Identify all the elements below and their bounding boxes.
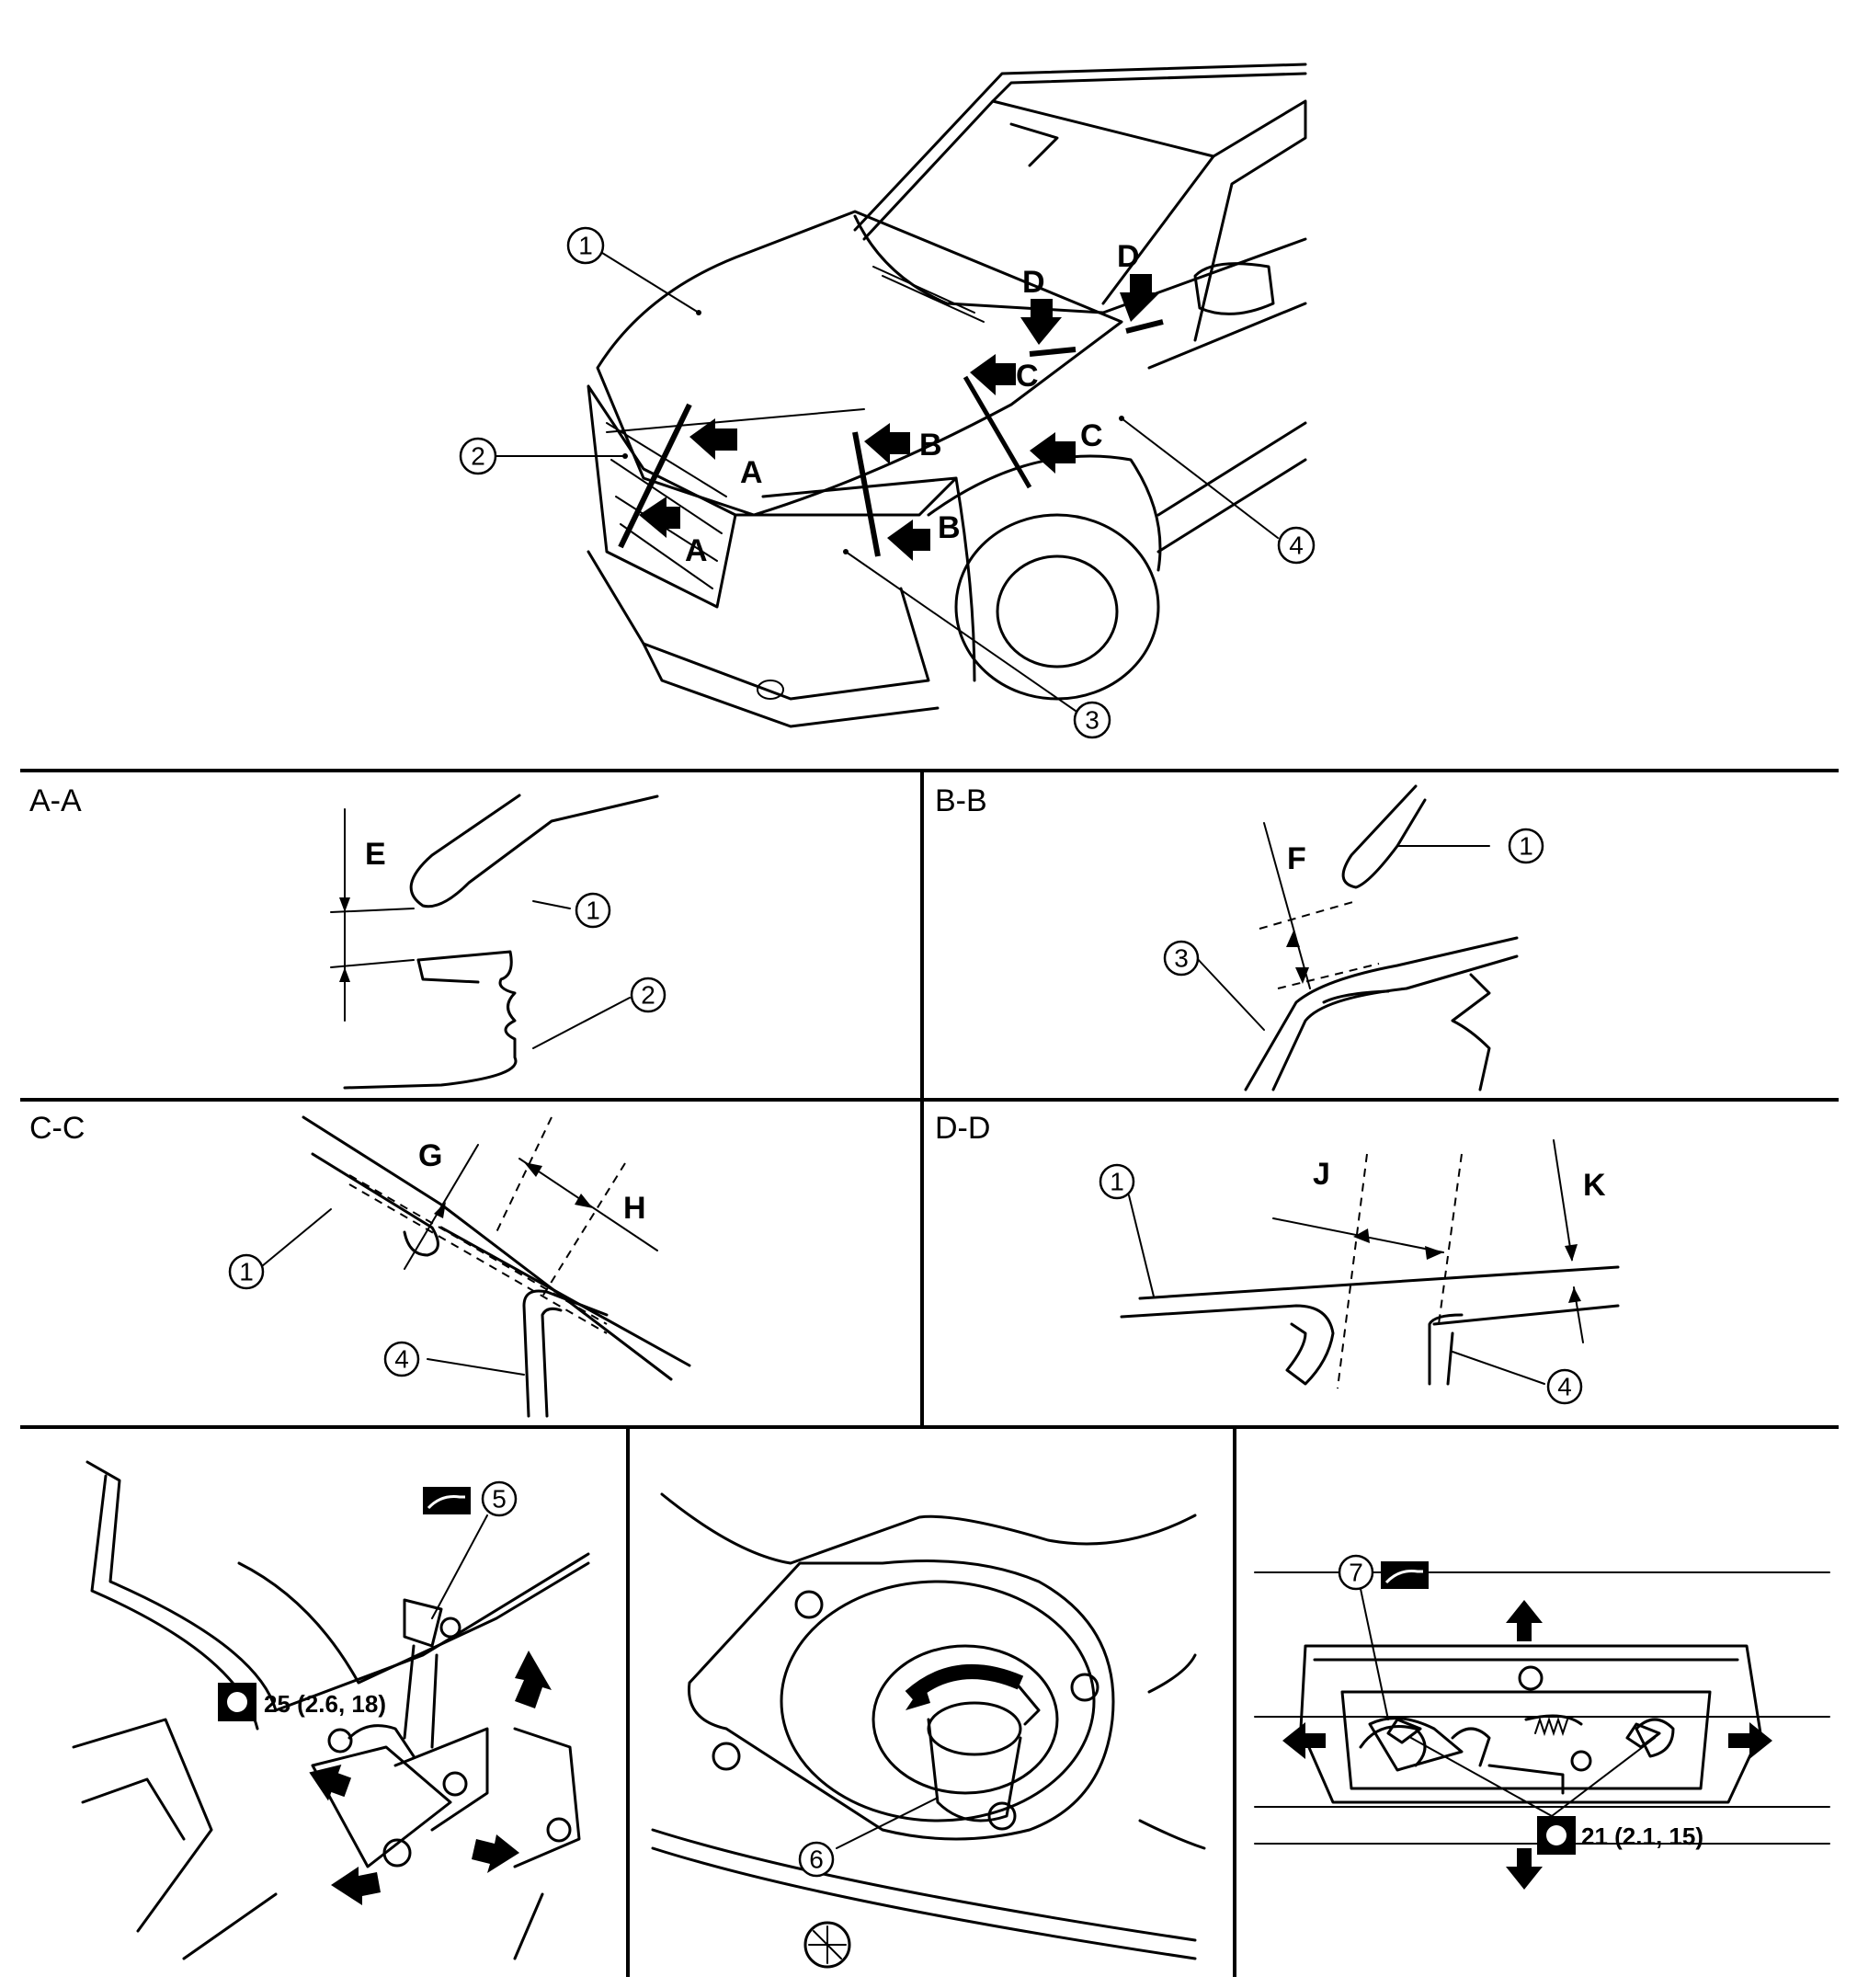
callout-1: 1	[566, 226, 605, 265]
svg-text:4: 4	[1289, 531, 1304, 560]
dimension-e: E	[365, 837, 386, 872]
arrow-label-d: D	[1022, 265, 1045, 300]
svg-text:1: 1	[239, 1258, 254, 1286]
hood-bumper-detail: 6	[651, 1492, 1206, 1969]
section-b-b: B-B F 1 3	[935, 783, 1544, 1091]
callout-4: 4	[383, 1341, 420, 1377]
section-arrow-a-upper	[689, 418, 737, 460]
section-a-a: A-A E 1 2	[29, 783, 666, 1090]
callout-3: 3	[1073, 701, 1111, 739]
callout-1: 1	[575, 892, 611, 929]
callout-3: 3	[1163, 940, 1200, 977]
torque-value: 21 (2.1, 15)	[1581, 1822, 1703, 1850]
svg-text:4: 4	[1557, 1373, 1572, 1401]
section-cut-lines	[606, 319, 1164, 557]
svg-text:3: 3	[1085, 706, 1099, 735]
dimension-f: F	[1287, 841, 1306, 876]
arrow-label-c: C	[1080, 418, 1103, 453]
section-c-c: C-C G H 1 4	[29, 1111, 691, 1418]
svg-text:3: 3	[1174, 944, 1189, 973]
svg-text:1: 1	[586, 897, 600, 925]
section-arrow-b-lower	[887, 520, 930, 561]
svg-text:2: 2	[471, 442, 485, 471]
section-arrow-c-lower	[1030, 432, 1076, 474]
section-title: D-D	[935, 1111, 990, 1146]
arrow-label-b: B	[919, 428, 942, 463]
dimension-g: G	[418, 1138, 442, 1173]
arrow-label-b: B	[938, 510, 961, 545]
section-title: A-A	[29, 783, 82, 818]
svg-text:1: 1	[578, 232, 593, 260]
callout-7: 7	[1338, 1554, 1374, 1591]
dimension-j: J	[1313, 1157, 1330, 1192]
dimension-k: K	[1583, 1168, 1606, 1203]
arrow-label-d: D	[1117, 239, 1140, 274]
callout-1: 1	[1508, 828, 1544, 864]
callout-1: 1	[1099, 1163, 1135, 1200]
section-arrow-c-upper	[970, 354, 1016, 395]
panel-separators	[20, 769, 1839, 1977]
section-title: C-C	[29, 1111, 85, 1146]
callout-2: 2	[459, 437, 497, 475]
arrow-label-a: A	[740, 455, 763, 490]
svg-text:1: 1	[1519, 832, 1533, 861]
section-arrow-a-lower	[639, 497, 680, 538]
callout-4: 4	[1277, 526, 1316, 565]
section-arrow-b-upper	[864, 423, 910, 464]
section-title: B-B	[935, 783, 987, 818]
adjust-icon	[423, 1487, 471, 1514]
section-d-d: D-D J K 1 4	[935, 1111, 1620, 1405]
arrow-label-c: C	[1016, 359, 1039, 394]
svg-text:2: 2	[641, 981, 655, 1010]
adjust-icon	[1381, 1561, 1429, 1589]
torque-value: 25 (2.6, 18)	[264, 1690, 386, 1718]
hood-lock-detail: 7 21 (2.1, 15)	[1254, 1554, 1830, 1890]
svg-text:6: 6	[809, 1845, 824, 1874]
arrow-label-a: A	[685, 533, 708, 568]
section-arrow-d-left	[1020, 299, 1062, 345]
callout-6: 6	[798, 1841, 835, 1878]
callout-4: 4	[1546, 1368, 1583, 1405]
callout-5: 5	[481, 1480, 518, 1517]
vehicle-front-view	[587, 63, 1307, 728]
callout-1: 1	[228, 1253, 265, 1290]
hinge-detail: 5 25 (2.6, 18)	[72, 1460, 590, 1960]
dimension-h: H	[623, 1191, 646, 1226]
svg-text:4: 4	[394, 1345, 409, 1374]
svg-text:5: 5	[492, 1485, 507, 1514]
svg-text:7: 7	[1349, 1559, 1363, 1587]
callout-2: 2	[630, 977, 666, 1013]
callout-leaders	[494, 252, 1279, 718]
section-arrow-d-right	[1120, 274, 1160, 322]
torque-wrench-icon	[218, 1683, 256, 1721]
svg-text:1: 1	[1110, 1168, 1124, 1196]
torque-wrench-icon	[1537, 1816, 1576, 1855]
